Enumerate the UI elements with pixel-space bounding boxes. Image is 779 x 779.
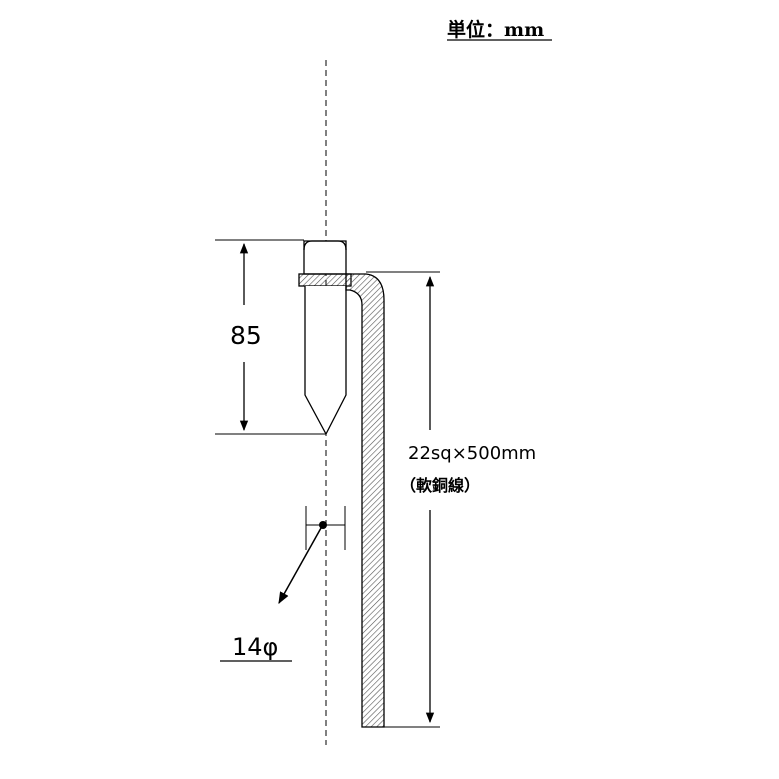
dim85-label: 85 xyxy=(230,321,262,350)
unit-label: 単位：mm xyxy=(447,18,544,41)
wire-spec-label: 22sq×500mm xyxy=(408,443,536,464)
spike-body xyxy=(304,286,347,436)
wire-material-label: （軟銅線） xyxy=(400,476,480,495)
spike-head xyxy=(303,240,347,275)
diameter-label: 14φ xyxy=(232,633,278,661)
dia-leader xyxy=(278,527,322,605)
spike-collar xyxy=(298,273,352,287)
dia-dot xyxy=(319,521,327,529)
copper-wire xyxy=(345,273,385,728)
spike-head-cap xyxy=(303,240,347,251)
